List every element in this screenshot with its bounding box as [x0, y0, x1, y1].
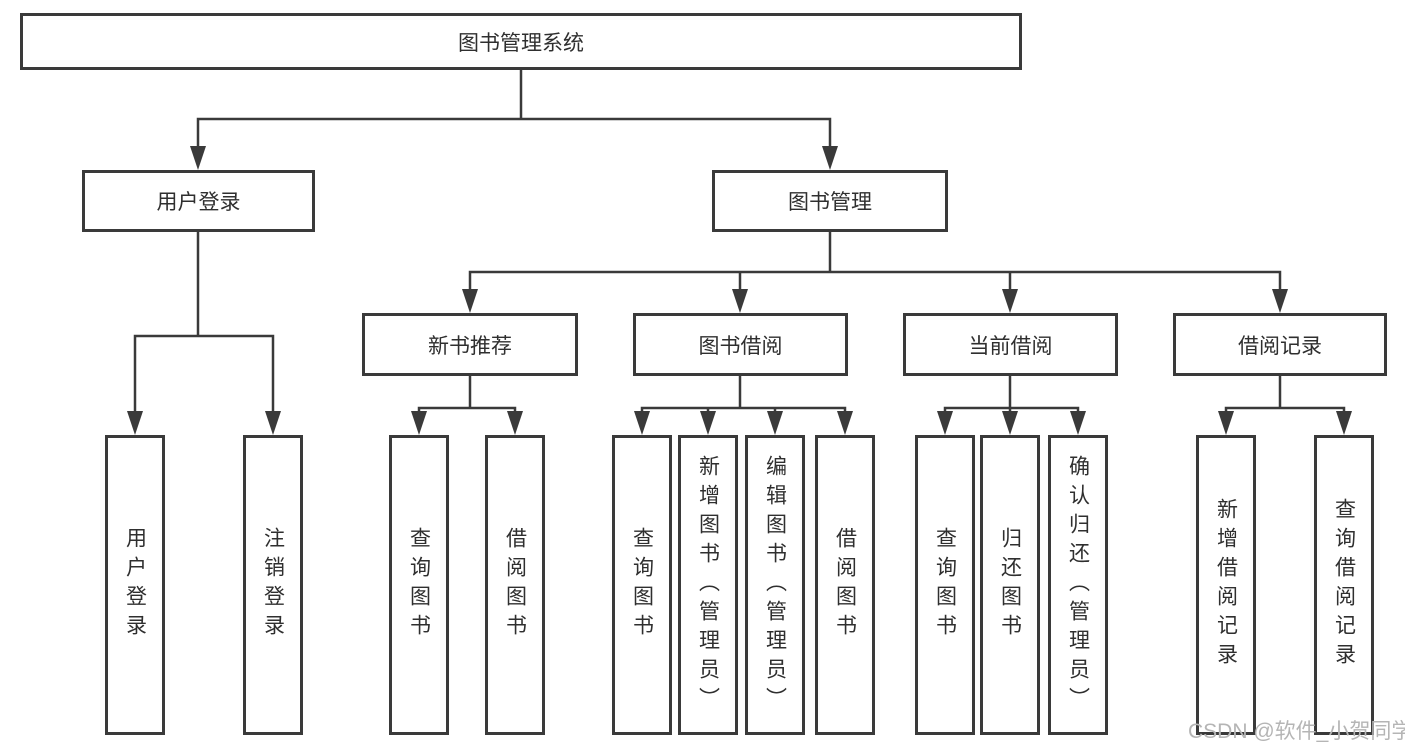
leaf-query-books-recommend: 查询图书: [389, 435, 449, 735]
leaf-edit-book-admin: 编辑图书（管理员）: [745, 435, 805, 735]
node-label: 图书管理系统: [458, 31, 584, 55]
node-label: 查询图书: [407, 527, 431, 643]
leaf-borrow-books-recommend: 借阅图书: [485, 435, 545, 735]
node-book-management: 图书管理: [712, 170, 948, 232]
node-label: 新增图书（管理员）: [696, 454, 720, 716]
node-library-system: 图书管理系统: [20, 13, 1022, 70]
csdn-watermark: CSDN @软件_小贺同学: [1188, 720, 1405, 743]
node-label: 新增借阅记录: [1214, 498, 1238, 672]
node-label: 用户登录: [156, 191, 241, 214]
node-label: 借阅记录: [1238, 334, 1322, 358]
node-label: 新书推荐: [428, 334, 512, 358]
leaf-logout-login: 注销登录: [243, 435, 303, 735]
node-label: 当前借阅: [968, 334, 1053, 358]
leaf-add-book-admin: 新增图书（管理员）: [678, 435, 738, 735]
node-borrow-records: 借阅记录: [1173, 313, 1387, 376]
node-label: 图书管理: [788, 191, 872, 214]
node-label: 归还图书: [998, 527, 1022, 643]
node-label: 查询图书: [933, 527, 957, 643]
node-label: 用户登录: [123, 527, 147, 643]
leaf-confirm-return-admin: 确认归还（管理员）: [1048, 435, 1108, 735]
leaf-query-borrow-record: 查询借阅记录: [1314, 435, 1374, 735]
node-label: 图书借阅: [698, 334, 783, 358]
node-label: 查询图书: [630, 527, 654, 643]
leaf-borrow-books-borrowing: 借阅图书: [815, 435, 875, 735]
node-book-borrowing: 图书借阅: [633, 313, 848, 376]
leaf-add-borrow-record: 新增借阅记录: [1196, 435, 1256, 735]
node-label: 查询借阅记录: [1332, 498, 1356, 672]
node-label: 注销登录: [261, 527, 285, 643]
leaf-query-books-current: 查询图书: [915, 435, 975, 735]
node-current-borrowing: 当前借阅: [903, 313, 1118, 376]
node-user-login: 用户登录: [82, 170, 315, 232]
node-label: 借阅图书: [833, 527, 857, 643]
node-new-book-recommend: 新书推荐: [362, 313, 578, 376]
leaf-query-books-borrowing: 查询图书: [612, 435, 672, 735]
leaf-user-login: 用户登录: [105, 435, 165, 735]
node-label: 编辑图书（管理员）: [763, 454, 787, 716]
arrowheads: [127, 146, 1352, 435]
node-label: 确认归还（管理员）: [1066, 454, 1090, 716]
connector-paths: [133, 70, 1346, 416]
node-label: 借阅图书: [503, 527, 527, 643]
leaf-return-books: 归还图书: [980, 435, 1040, 735]
